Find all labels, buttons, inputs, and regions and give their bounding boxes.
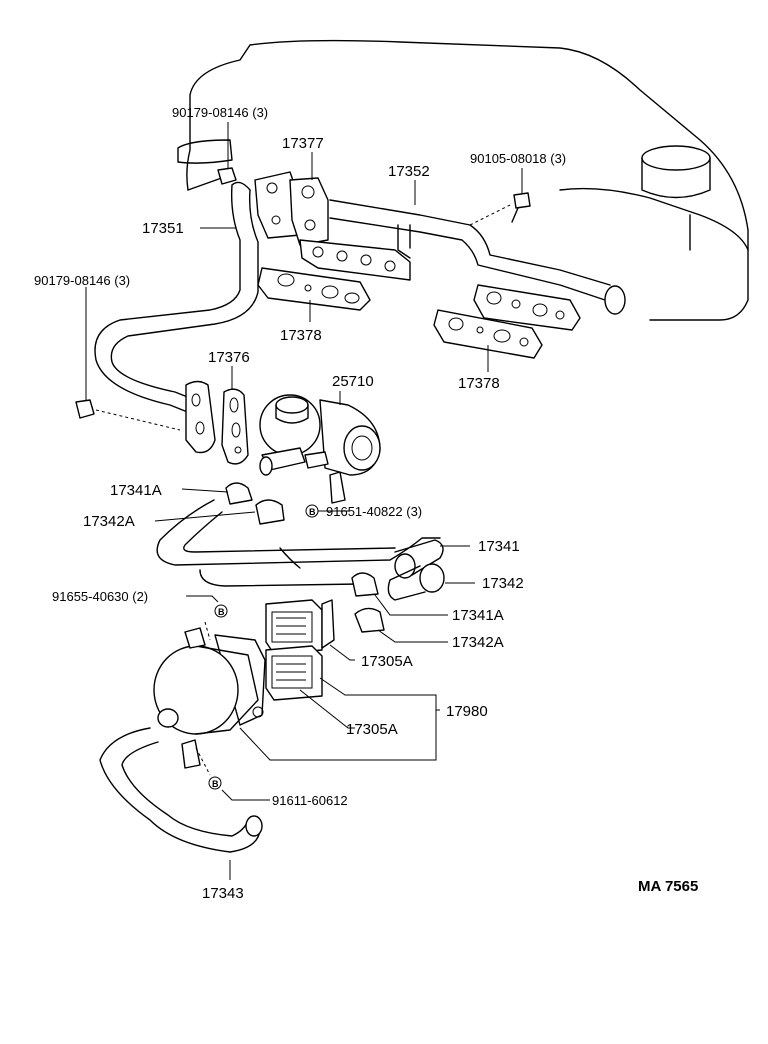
label-17351: 17351 bbox=[142, 220, 184, 237]
label-17352: 17352 bbox=[388, 163, 430, 180]
label-17341: 17341 bbox=[478, 538, 520, 555]
label-17343: 17343 bbox=[202, 885, 244, 902]
label-17341A-right: 17341A bbox=[452, 607, 504, 624]
valve-25710 bbox=[259, 394, 381, 504]
reed-valve-17305A-top bbox=[265, 599, 335, 655]
label-17980: 17980 bbox=[446, 703, 488, 720]
bolt-mark-91651: B bbox=[305, 504, 319, 518]
bracket-17377 bbox=[254, 171, 411, 281]
label-17341A-left: 17341A bbox=[110, 482, 162, 499]
label-17378-b: 17378 bbox=[458, 375, 500, 392]
label-91611-60612: 91611-60612 bbox=[272, 793, 348, 808]
label-17342A-left: 17342A bbox=[83, 513, 135, 530]
gasket-17378-a bbox=[257, 267, 371, 311]
label-17376: 17376 bbox=[208, 349, 250, 366]
bolt-mark-label: B bbox=[218, 607, 225, 617]
label-17378-a: 17378 bbox=[280, 327, 322, 344]
label-17342A-right: 17342A bbox=[452, 634, 504, 651]
hoses-17341-17342 bbox=[156, 499, 445, 601]
bolt-mark-label: B bbox=[309, 507, 316, 517]
label-90179-08146-top: 90179-08146 (3) bbox=[172, 105, 268, 120]
leader-lines bbox=[85, 122, 523, 880]
bolt-mark-91655: B bbox=[214, 604, 228, 618]
label-91655-40630: 91655-40630 (2) bbox=[52, 589, 148, 604]
diagram-reference-code: MA 7565 bbox=[638, 878, 698, 895]
label-25710: 25710 bbox=[332, 373, 374, 390]
gasket-17378-b-lower bbox=[433, 309, 543, 359]
label-17305A-bottom: 17305A bbox=[346, 721, 398, 738]
clips-17341A-17342A-left bbox=[225, 482, 285, 525]
reed-valve-17305A-bottom bbox=[265, 645, 323, 701]
hose-17343 bbox=[99, 727, 263, 853]
gasket-17378-b-upper bbox=[473, 284, 581, 331]
nut-90179-left bbox=[75, 399, 95, 419]
nut-90179-top bbox=[217, 167, 237, 185]
clips-17341A-17342A-right bbox=[351, 572, 385, 633]
bolt-mark-91611: B bbox=[208, 776, 222, 790]
bolt-mark-label: B bbox=[212, 779, 219, 789]
label-17342: 17342 bbox=[482, 575, 524, 592]
label-91651-40822: 91651-40822 (3) bbox=[326, 504, 422, 519]
air-pipe-17351 bbox=[94, 181, 259, 416]
air-pump bbox=[153, 627, 266, 769]
label-17377: 17377 bbox=[282, 135, 324, 152]
plate-17376 bbox=[185, 380, 249, 465]
stud-90105 bbox=[511, 192, 531, 223]
label-90105-08018: 90105-08018 (3) bbox=[470, 151, 566, 166]
label-90179-08146-left: 90179-08146 (3) bbox=[34, 273, 130, 288]
label-17305A-top: 17305A bbox=[361, 653, 413, 670]
engine-cover bbox=[177, 39, 749, 321]
